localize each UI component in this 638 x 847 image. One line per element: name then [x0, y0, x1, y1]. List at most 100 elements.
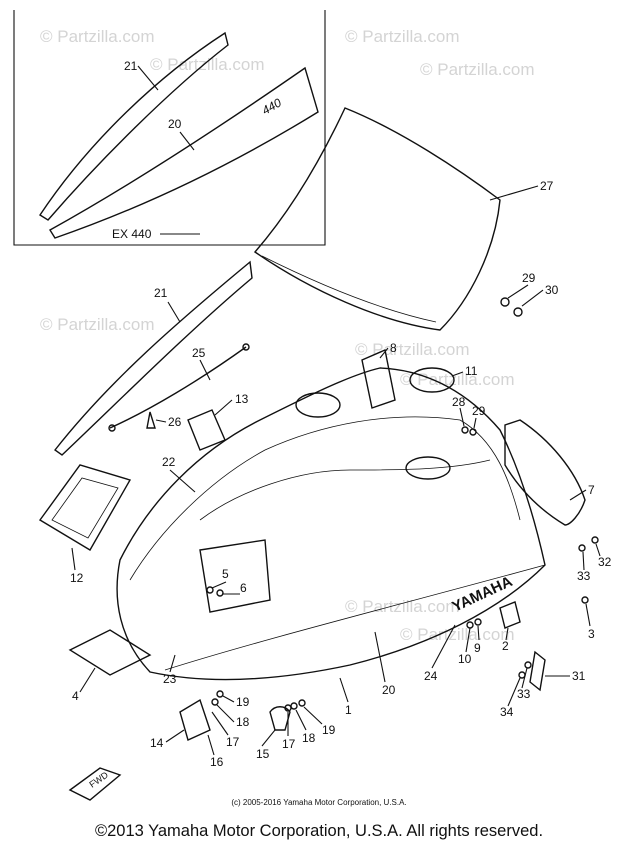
yamaha-decal-text: YAMAHA: [450, 573, 516, 616]
hood-contour: [129, 416, 521, 581]
windshield-edge: [261, 255, 437, 323]
inset-frame: [13, 10, 326, 246]
callout-label: 14: [150, 736, 164, 750]
callout-label: 29: [522, 271, 536, 285]
callout-label: 17: [226, 735, 240, 749]
callouts: 21 20 27 29 30 21 25 26 13 8 11 28 29 22…: [70, 59, 612, 769]
callout-label: 24: [424, 669, 438, 683]
callout-label: 22: [162, 455, 176, 469]
callout-label: 27: [540, 179, 554, 193]
part-33-fastener: [578, 544, 586, 552]
callout-label: 5: [222, 567, 229, 581]
callout-label: 11: [465, 364, 478, 378]
watermark: © Partzilla.com: [400, 625, 515, 644]
part-1-hood: [116, 367, 546, 681]
ex440-decal-text: 440: [260, 95, 285, 117]
callout-label: 23: [163, 672, 177, 686]
callout-label: 34: [500, 705, 514, 719]
callout-label: 20: [382, 683, 396, 697]
part-30-fastener: [513, 307, 523, 317]
fasteners: [206, 297, 599, 712]
callout-label: 26: [168, 415, 182, 429]
grille-frame-inner: [51, 477, 119, 539]
callout-label: 8: [390, 341, 397, 355]
callout-label: 30: [545, 283, 559, 297]
part-33-fastener: [524, 661, 532, 669]
callout-label: 28: [452, 395, 466, 409]
callout-label: 32: [598, 555, 612, 569]
part-18-fastener: [290, 702, 298, 710]
callout-label: 15: [256, 747, 270, 761]
part-vent: [295, 392, 341, 418]
watermark: © Partzilla.com: [400, 370, 515, 389]
callout-label: 19: [236, 695, 250, 709]
callout-label: 13: [235, 392, 249, 406]
model-label: EX 440: [112, 227, 152, 241]
callout-label: 21: [124, 59, 138, 73]
forward-arrow-icon: FWD: [68, 767, 122, 801]
watermark: © Partzilla.com: [345, 597, 460, 616]
part-4-headlight-grille: [68, 629, 152, 676]
part-7-side-grille: [504, 419, 586, 526]
headlight-opening: [199, 539, 271, 613]
diagram-copyright-small: (c) 2005-2016 Yamaha Motor Corporation, …: [231, 798, 407, 807]
callout-label: 7: [588, 483, 595, 497]
watermarks: © Partzilla.com © Partzilla.com © Partzi…: [40, 27, 535, 644]
part-21-decal-upper: [39, 31, 229, 221]
cable-end: [108, 424, 116, 432]
callout-label: 12: [70, 571, 84, 585]
part-19-fastener: [298, 699, 306, 707]
part-2-bracket: [499, 601, 521, 629]
part-19-fastener: [216, 690, 224, 698]
callout-label: 33: [577, 569, 591, 583]
watermark: © Partzilla.com: [420, 60, 535, 79]
part-29-fastener: [500, 297, 510, 307]
watermark: © Partzilla.com: [40, 27, 155, 46]
callout-label: 19: [322, 723, 336, 737]
part-31-latch: [529, 650, 546, 692]
cable-end: [242, 343, 250, 351]
callout-label: 18: [302, 731, 316, 745]
callout-label: 4: [72, 689, 79, 703]
watermark: © Partzilla.com: [40, 315, 155, 334]
callout-label: 33: [517, 687, 531, 701]
part-12-grille-frame: [38, 464, 132, 551]
hood-opening: [405, 456, 451, 480]
part-6-fastener: [216, 589, 224, 597]
part-20-decal-upper: [49, 66, 319, 239]
part-27-windshield: [253, 107, 501, 331]
part-8-grille: [361, 349, 396, 409]
part-21-decal-lower: [53, 260, 253, 456]
hood-lower-edge: [164, 564, 546, 671]
copyright-notice: ©2013 Yamaha Motor Corporation, U.S.A. A…: [94, 822, 544, 840]
callout-label: 17: [282, 737, 296, 751]
part-3-fastener: [581, 596, 589, 604]
part-13-pad: [187, 409, 226, 451]
part-15: [269, 706, 291, 731]
callout-label: 6: [240, 581, 247, 595]
part-11-vent: [409, 367, 455, 393]
watermark: © Partzilla.com: [345, 27, 460, 46]
callout-label: 2: [502, 639, 509, 653]
callout-label: 21: [154, 286, 168, 300]
callout-label: 16: [210, 755, 224, 769]
part-29-fastener: [469, 428, 477, 436]
callout-label: 20: [168, 117, 182, 131]
callout-label: 29: [472, 404, 486, 418]
callout-label: 31: [572, 669, 586, 683]
callout-label: 25: [192, 346, 206, 360]
part-9-fastener: [474, 618, 482, 626]
part-18-fastener: [211, 698, 219, 706]
hood-contour: [199, 459, 491, 521]
callout-label: 1: [345, 703, 352, 717]
callout-label: 18: [236, 715, 250, 729]
part-14-hinge: [179, 698, 211, 741]
part-28-fastener: [461, 426, 469, 434]
part-5-fastener: [206, 586, 214, 594]
part-32-fastener: [591, 536, 599, 544]
callout-label: 3: [588, 627, 595, 641]
callout-label: 9: [474, 641, 481, 655]
part-26-clip: [146, 411, 156, 429]
part-34-fastener: [518, 671, 526, 679]
